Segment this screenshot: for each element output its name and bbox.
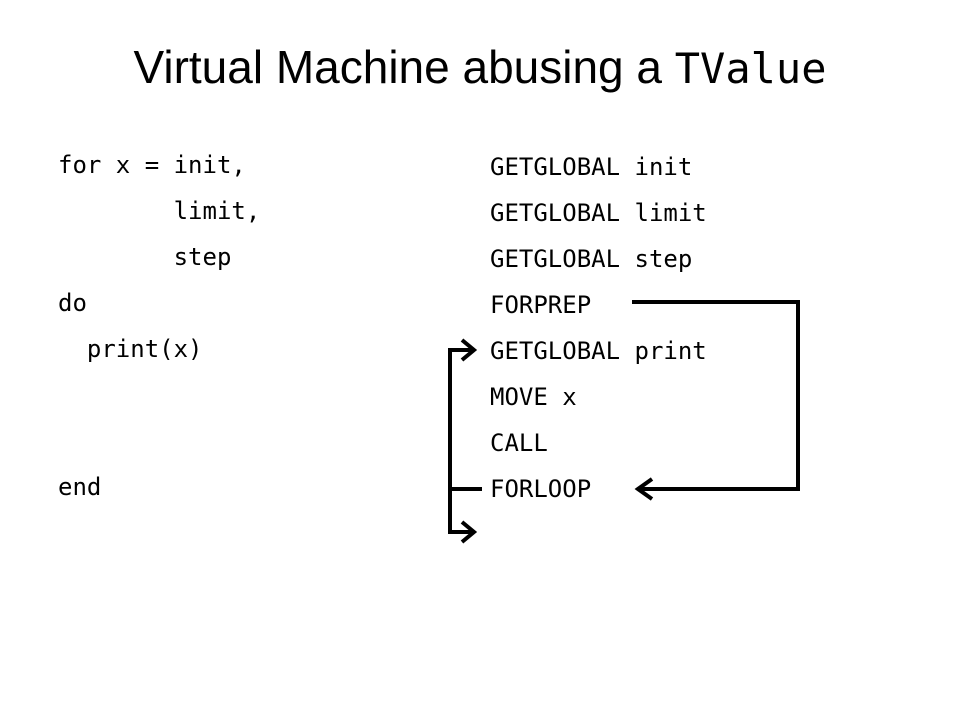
forloop-back-arrow <box>448 348 482 491</box>
bytecode-line-getglobal-init: GETGLOBAL init <box>490 153 693 181</box>
source-line-step: step <box>58 243 232 271</box>
bytecode-line-getglobal-limit: GETGLOBAL limit <box>490 199 707 227</box>
bytecode-line-move-x: MOVE x <box>490 383 577 411</box>
source-line-for: for x = init, <box>58 151 246 179</box>
forloop-exit-arrowhead <box>460 520 478 544</box>
title-text: Virtual Machine abusing a <box>133 41 675 93</box>
source-line-print: print(x) <box>58 335 203 363</box>
source-line-limit: limit, <box>58 197 261 225</box>
source-line-do: do <box>58 289 87 317</box>
bytecode-line-call: CALL <box>490 429 548 457</box>
forloop-exit-arrow <box>448 489 472 534</box>
forloop-back-arrowhead <box>460 338 478 362</box>
forprep-jump-arrow <box>632 300 800 491</box>
forprep-arrowhead <box>634 477 654 501</box>
bytecode-line-getglobal-print: GETGLOBAL print <box>490 337 707 365</box>
bytecode-line-forprep: FORPREP <box>490 291 592 319</box>
bytecode-line-getglobal-step: GETGLOBAL step <box>490 245 693 273</box>
slide-title: Virtual Machine abusing a TValue <box>0 28 960 108</box>
bytecode-line-forloop: FORLOOP <box>490 475 592 503</box>
source-line-end: end <box>58 473 102 501</box>
title-code-text: TValue <box>674 44 827 93</box>
